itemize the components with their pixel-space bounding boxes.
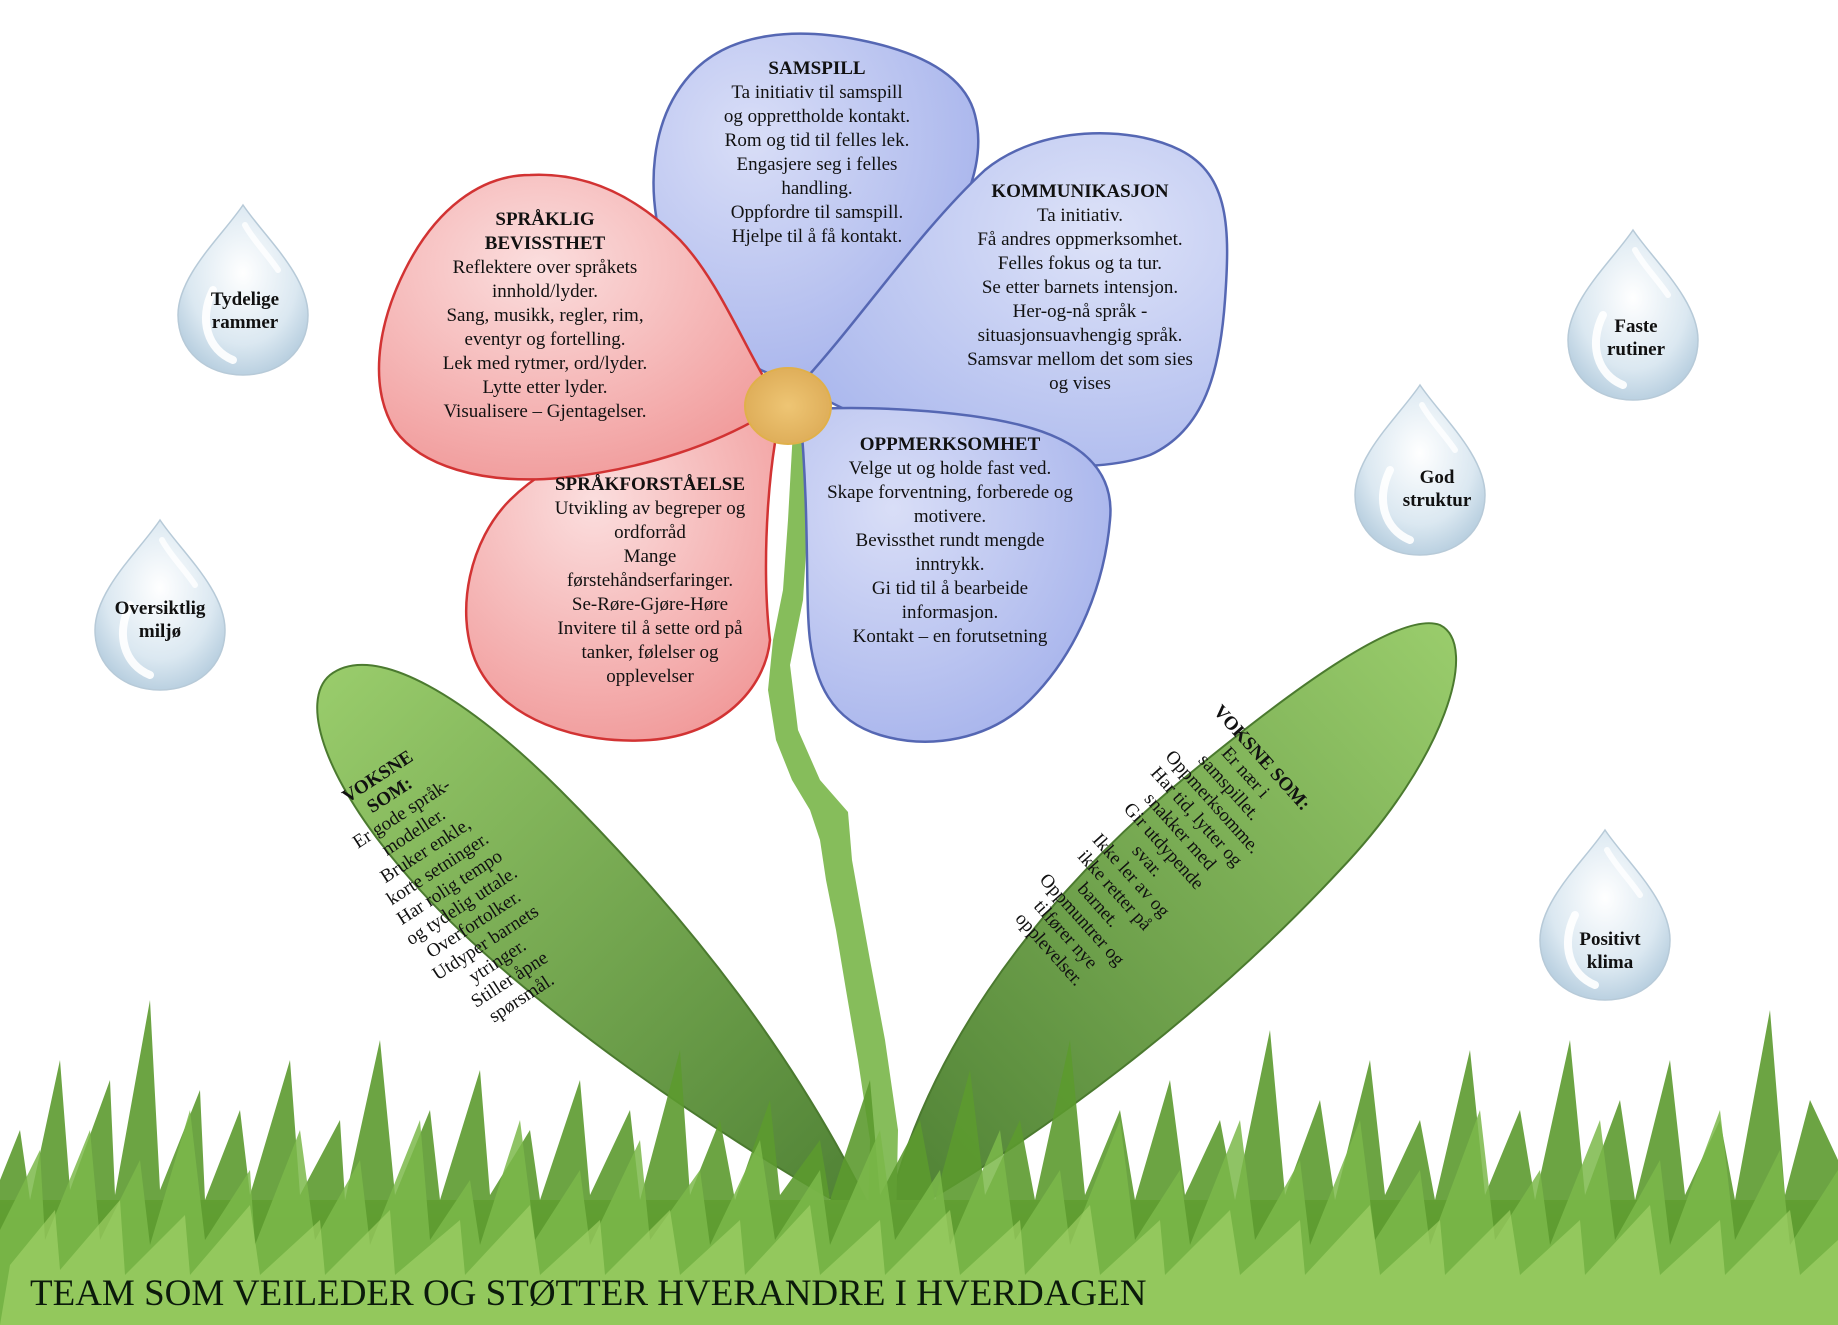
petal-oppmerksomhet-text: OPPMERKSOMHET Velge ut og holde fast ved… bbox=[800, 433, 1100, 649]
petal-spraklig-bevissthet-line: Lytte etter lyder. bbox=[482, 377, 608, 398]
drop-label-oversiktlig-miljo: Oversiktlig miljø bbox=[90, 597, 230, 643]
petal-sprakforstaelse-line: førstehåndserfaringer. bbox=[566, 570, 734, 591]
petal-samspill-line: Ta initiativ til samspill bbox=[731, 82, 903, 103]
petal-oppmerksomhet-title: OPPMERKSOMHET bbox=[859, 434, 1041, 455]
drop-label-line: Positivt bbox=[1579, 929, 1641, 950]
petal-samspill-title: SAMSPILL bbox=[768, 58, 866, 79]
petal-sprakforstaelse-line: tanker, følelser og bbox=[581, 642, 719, 663]
petal-kommunikasjon-line: Ta initiativ. bbox=[1036, 205, 1124, 226]
petal-kommunikasjon-text: KOMMUNIKASJON Ta initiativ. Få andres op… bbox=[935, 180, 1225, 396]
petal-sprakforstaelse-title: SPRÅKFORSTÅELSE bbox=[554, 474, 746, 495]
drop-label-tydelige-rammer: Tydelige rammer bbox=[175, 288, 315, 334]
drop-label-line: rutiner bbox=[1606, 339, 1666, 360]
petal-samspill-line: og opprettholde kontakt. bbox=[723, 106, 911, 127]
petal-oppmerksomhet-line: Gi tid til å bearbeide bbox=[871, 578, 1029, 599]
petal-kommunikasjon-line: Felles fokus og ta tur. bbox=[997, 253, 1163, 274]
petal-oppmerksomhet-line: Kontakt – en forutsetning bbox=[852, 626, 1048, 647]
petal-samspill-line: Rom og tid til felles lek. bbox=[724, 130, 910, 151]
drop-label-line: God bbox=[1419, 467, 1455, 488]
petal-oppmerksomhet-line: informasjon. bbox=[901, 602, 999, 623]
petal-kommunikasjon-line: Se etter barnets intensjon. bbox=[981, 277, 1179, 298]
drop-label-line: struktur bbox=[1402, 490, 1472, 511]
petal-sprakforstaelse-line: opplevelser bbox=[606, 666, 694, 687]
petal-oppmerksomhet-line: Bevissthet rundt mengde bbox=[855, 530, 1045, 551]
petal-spraklig-bevissthet-line: Lek med rytmer, ord/lyder. bbox=[442, 353, 648, 374]
petal-spraklig-bevissthet bbox=[377, 173, 782, 481]
petal-kommunikasjon-line: Samsvar mellom det som sies bbox=[967, 349, 1193, 370]
petal-samspill-line: Hjelpe til å få kontakt. bbox=[731, 226, 903, 247]
petal-oppmerksomhet-line: Skape forventning, forberede og bbox=[827, 482, 1073, 503]
petal-kommunikasjon-title: KOMMUNIKASJON bbox=[991, 181, 1169, 202]
petal-sprakforstaelse-line: ordforråd bbox=[614, 522, 686, 543]
drop-label-line: rammer bbox=[211, 312, 279, 333]
petal-kommunikasjon-line: Her-og-nå språk - bbox=[1012, 301, 1148, 322]
drop-label-line: klima bbox=[1586, 952, 1634, 973]
petal-kommunikasjon-line: Få andres oppmerksomhet. bbox=[977, 229, 1183, 250]
grass bbox=[0, 1000, 1838, 1325]
petal-sprakforstaelse-line: Mange bbox=[623, 546, 677, 567]
petal-kommunikasjon-line: og vises bbox=[1049, 373, 1111, 394]
petal-spraklig-bevissthet-line: Sang, musikk, regler, rim, bbox=[446, 305, 644, 326]
stem bbox=[768, 430, 898, 1225]
petal-sprakforstaelse-line: Utvikling av begreper og bbox=[554, 498, 746, 519]
petal-spraklig-bevissthet-line: Reflektere over språkets bbox=[452, 257, 638, 278]
petal-kommunikasjon-line: situasjonsuavhengig språk. bbox=[977, 325, 1183, 346]
petal-sprakforstaelse-line: Invitere til å sette ord på bbox=[557, 618, 743, 639]
right-leaf bbox=[883, 622, 1458, 1227]
petal-samspill-text: SAMSPILL Ta initiativ til samspill og op… bbox=[672, 57, 962, 249]
petal-oppmerksomhet bbox=[798, 406, 1112, 743]
drop-label-line: Oversiktlig bbox=[114, 598, 206, 619]
left-leaf bbox=[316, 664, 881, 1228]
petal-samspill-line: Oppfordre til samspill. bbox=[730, 202, 904, 223]
petal-spraklig-bevissthet-line: Visualisere – Gjentagelser. bbox=[443, 401, 647, 422]
petal-samspill-line: Engasjere seg i felles bbox=[736, 154, 898, 175]
petal-oppmerksomhet-line: Velge ut og holde fast ved. bbox=[848, 458, 1052, 479]
footer-title: TEAM SOM VEILEDER OG STØTTER HVERANDRE I… bbox=[30, 1273, 1147, 1314]
drop-positivt-klima bbox=[1540, 830, 1670, 1000]
drop-label-positivt-klima: Positivt klima bbox=[1540, 928, 1680, 974]
petal-spraklig-bevissthet-text: SPRÅKLIG BEVISSTHET Reflektere over språ… bbox=[405, 208, 685, 424]
petal-samspill-line: handling. bbox=[781, 178, 853, 199]
drop-label-faste-rutiner: Faste rutiner bbox=[1566, 315, 1706, 361]
petal-spraklig-bevissthet-title: SPRÅKLIG bbox=[495, 209, 595, 230]
petal-spraklig-bevissthet-line: eventyr og fortelling. bbox=[464, 329, 626, 350]
drop-label-line: Tydelige bbox=[210, 289, 280, 310]
petal-oppmerksomhet-line: inntrykk. bbox=[915, 554, 985, 575]
petal-sprakforstaelse-text: SPRÅKFORSTÅELSE Utvikling av begreper og… bbox=[510, 473, 790, 689]
flower-center bbox=[744, 367, 832, 445]
drop-label-line: miljø bbox=[138, 621, 182, 642]
drop-label-god-struktur: God struktur bbox=[1367, 466, 1507, 512]
petal-oppmerksomhet-line: motivere. bbox=[913, 506, 987, 527]
petal-spraklig-bevissthet-title: BEVISSTHET bbox=[484, 233, 606, 254]
drop-label-line: Faste bbox=[1614, 316, 1658, 337]
petal-sprakforstaelse-line: Se-Røre-Gjøre-Høre bbox=[571, 594, 729, 615]
petal-spraklig-bevissthet-line: innhold/lyder. bbox=[491, 281, 599, 302]
